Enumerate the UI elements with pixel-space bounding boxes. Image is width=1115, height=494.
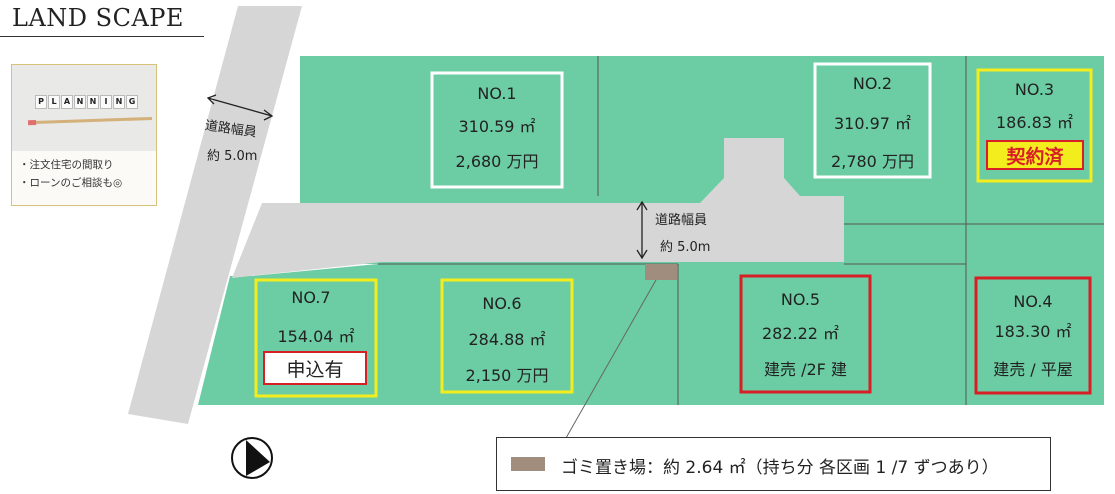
- planning-tile: N: [87, 95, 99, 109]
- main-road: [128, 6, 302, 424]
- lot-1-number: NO.1: [477, 84, 517, 103]
- lot-3-frame: [976, 68, 1093, 183]
- lot-7-frame: [254, 278, 378, 398]
- garbage-legend-text: ゴミ置き場：約 2.64 ㎡（持ち分 各区画 1 /7 ずつあり）: [561, 458, 999, 478]
- lot-5-number: NO.5: [780, 290, 821, 309]
- lot-5-frame: [739, 274, 872, 394]
- lot-7-applied-badge: 申込有: [263, 351, 367, 385]
- lot-2-area: 310.97 ㎡: [833, 114, 912, 133]
- lot-4-number: NO.4: [1013, 292, 1053, 311]
- planning-line-2: ・ローンのご相談も◎: [19, 177, 123, 189]
- lot-3-number: NO.3: [1014, 80, 1055, 99]
- planning-tile: L: [48, 95, 60, 109]
- inner-road: [232, 138, 844, 278]
- lot-4-type: 建売 / 平屋: [993, 360, 1073, 379]
- planning-tile: N: [74, 95, 86, 109]
- lot-7-area: 154.04 ㎡: [277, 327, 355, 346]
- lot-4-frame: [974, 276, 1092, 395]
- lot-2-frame: [813, 62, 932, 179]
- title-underline: [0, 36, 204, 37]
- inner-road-size: 約 5.0m: [660, 240, 711, 255]
- lot-6-area: 284.88 ㎡: [468, 330, 546, 349]
- lot-5-type: 建売 /2F 建: [764, 360, 847, 379]
- inner-road-label: 道路幅員: [655, 213, 708, 228]
- lot-7-number: NO.7: [291, 288, 331, 307]
- lot-6-price: 2,150 万円: [465, 366, 549, 385]
- garbage-area: [645, 264, 677, 280]
- planning-card: P L A N N I N G ・注文住宅の間取り ・ローンのご相談も◎: [11, 64, 157, 206]
- lot-3-sold-badge: 契約済: [986, 140, 1084, 170]
- garbage-swatch: [511, 457, 545, 471]
- planning-line-1: ・注文住宅の間取り: [19, 159, 114, 171]
- lot-6-frame: [440, 278, 574, 394]
- planning-tile: P: [35, 95, 47, 109]
- main-road-size: 約 5.0m: [207, 149, 258, 164]
- planning-tile: A: [61, 95, 73, 109]
- page-title: LAND SCAPE: [12, 4, 184, 32]
- planning-tile: I: [100, 95, 112, 109]
- lot-1-frame: [430, 71, 564, 189]
- lot-5-area: 282.22 ㎡: [761, 324, 840, 343]
- garbage-leader-line: [565, 279, 657, 439]
- lot-3-area: 186.83 ㎡: [995, 113, 1074, 132]
- planning-tile: G: [126, 95, 138, 109]
- planning-tile: N: [113, 95, 125, 109]
- lot-2-number: NO.2: [852, 74, 893, 93]
- planning-photo: P L A N N I N G: [12, 65, 156, 151]
- road-arrows: [206, 94, 648, 260]
- garbage-legend: ゴミ置き場：約 2.64 ㎡（持ち分 各区画 1 /7 ずつあり）: [496, 437, 1051, 491]
- lot-4-area: 183.30 ㎡: [994, 322, 1072, 341]
- lot-2-price: 2,780 万円: [831, 152, 914, 171]
- lot-boundaries: [378, 56, 1104, 405]
- north-arrow-icon: [231, 437, 273, 479]
- lot-1-area: 310.59 ㎡: [458, 117, 536, 136]
- lot-6-number: NO.6: [482, 294, 522, 313]
- lot-1-price: 2,680 万円: [455, 152, 539, 171]
